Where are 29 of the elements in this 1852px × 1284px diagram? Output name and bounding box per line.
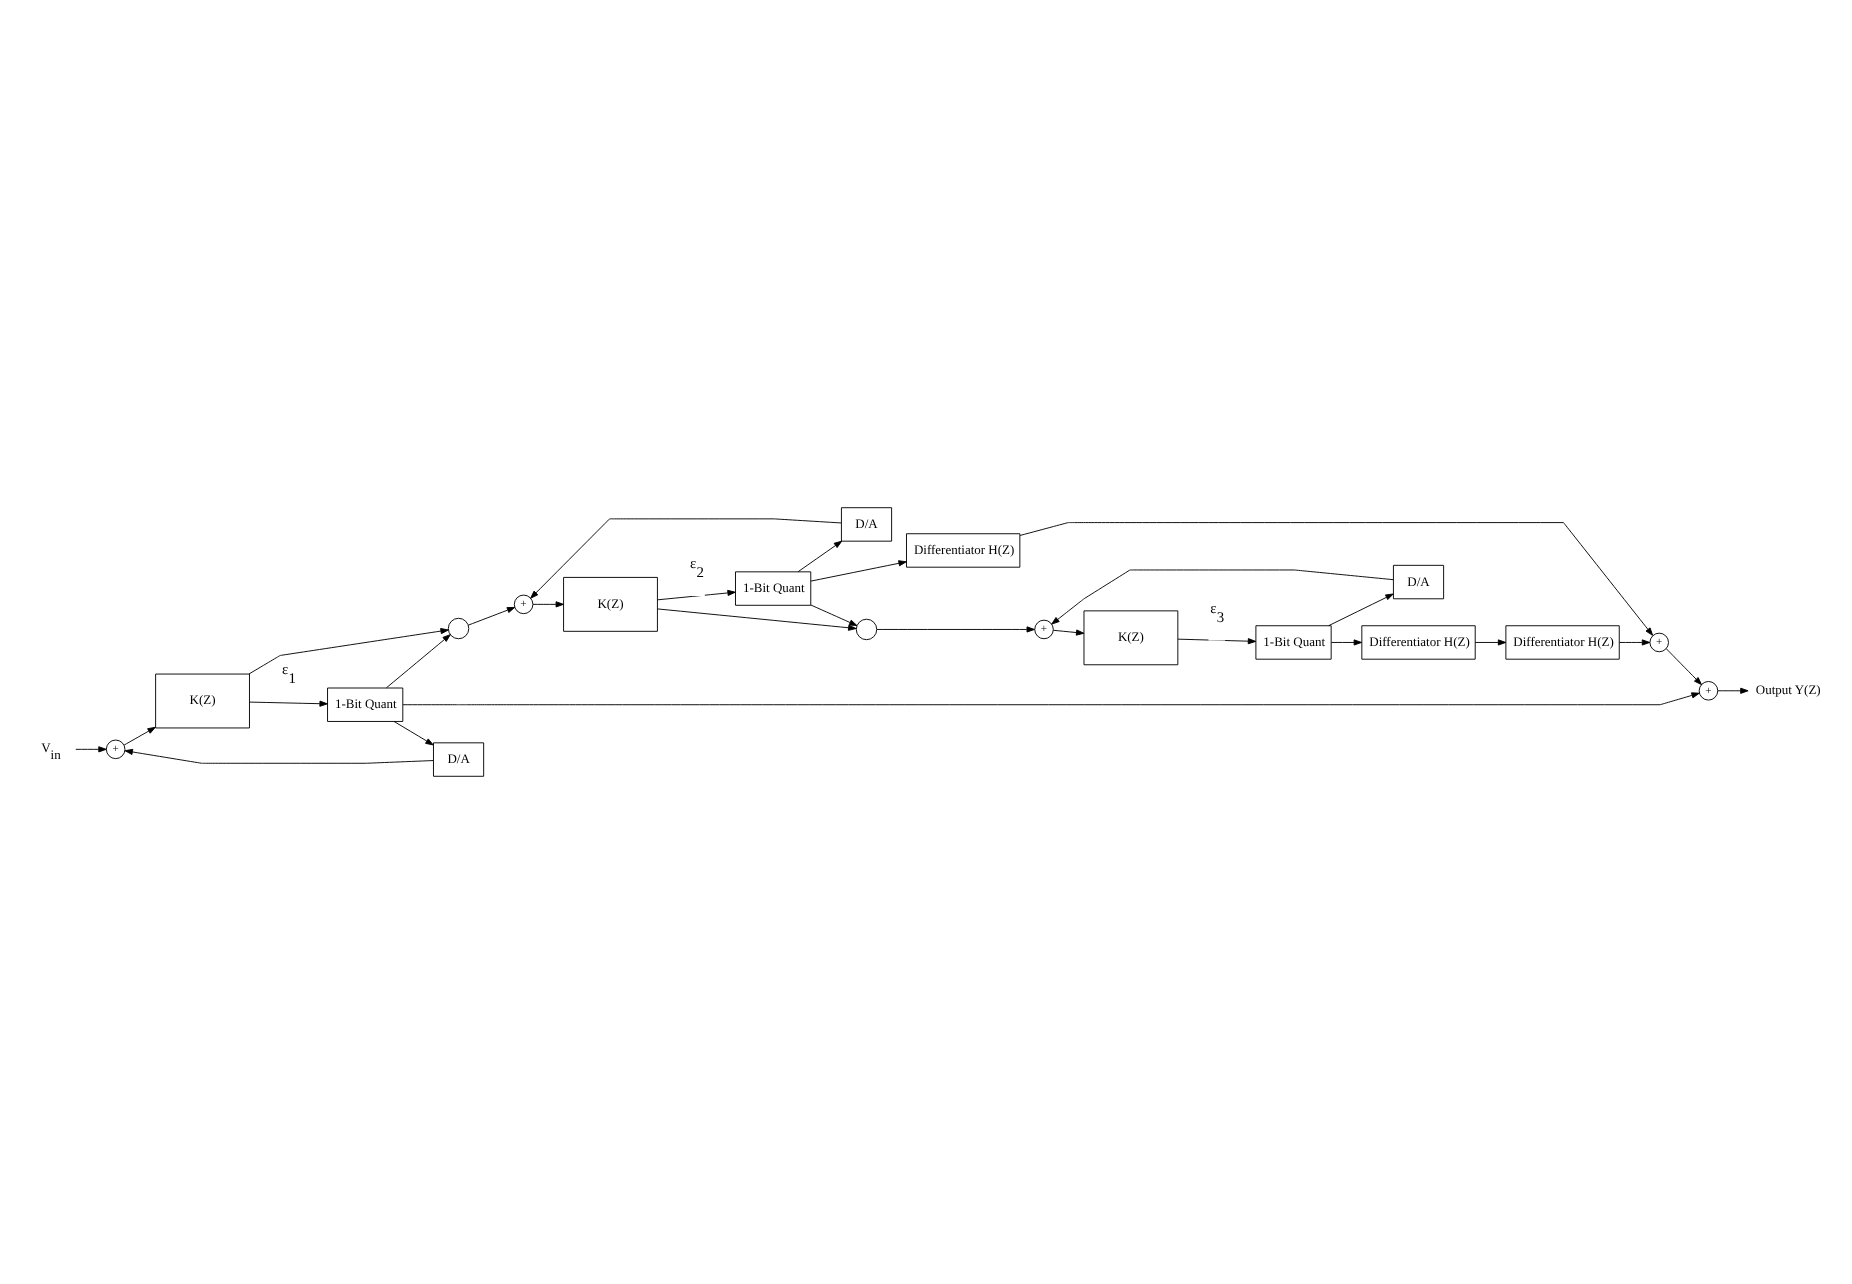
node-circle <box>855 618 878 641</box>
arrow <box>1717 687 1749 694</box>
arrow <box>810 604 858 627</box>
arrow <box>657 589 736 601</box>
arrow <box>467 606 516 626</box>
arrow <box>530 518 842 599</box>
arrow <box>1052 629 1085 636</box>
arrow <box>1665 648 1702 686</box>
node-circle <box>447 617 470 640</box>
arrow <box>1019 522 1654 636</box>
arrow <box>75 746 107 753</box>
arrow <box>797 540 843 573</box>
arrow <box>1474 639 1507 646</box>
arrow <box>657 608 857 631</box>
arrow <box>1328 593 1394 627</box>
arrow <box>124 748 434 764</box>
arrow <box>810 560 907 582</box>
arrow <box>249 700 328 707</box>
arrow <box>1051 569 1394 625</box>
arrow <box>393 721 434 746</box>
arrow <box>248 628 449 675</box>
arrow <box>1619 639 1651 646</box>
arrow <box>876 626 1035 633</box>
arrow <box>1330 639 1362 646</box>
arrow <box>385 634 451 689</box>
arrow <box>402 692 1700 706</box>
arrow <box>123 726 156 746</box>
arrow <box>532 601 564 608</box>
arrow <box>1177 638 1257 645</box>
